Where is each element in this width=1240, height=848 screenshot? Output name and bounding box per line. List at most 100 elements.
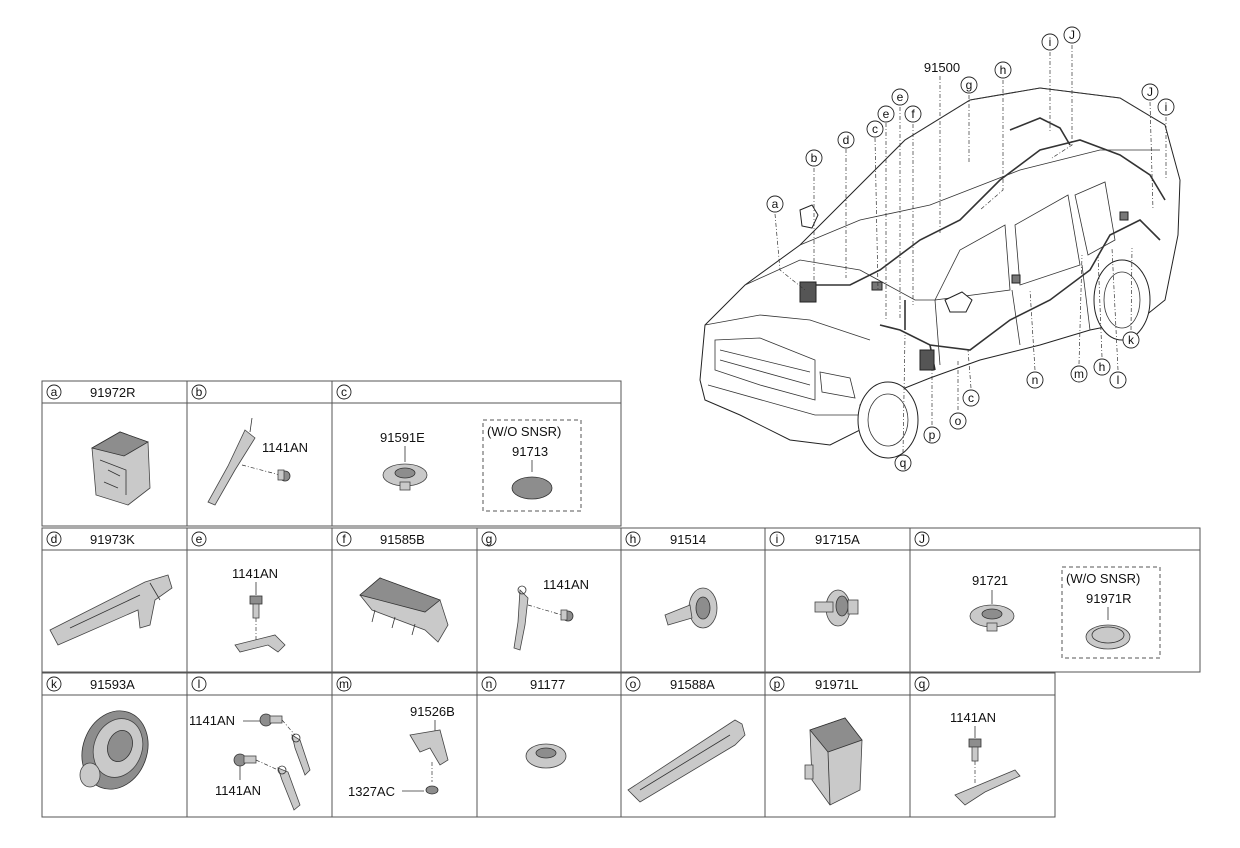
svg-text:q: q	[919, 677, 926, 691]
callout-e-lower: e	[877, 105, 895, 123]
grommet-icon	[969, 604, 1015, 632]
svg-text:h: h	[1000, 63, 1007, 77]
cell-g: g 1141AN	[481, 531, 589, 651]
callout-f: f	[904, 105, 922, 123]
svg-text:h: h	[1099, 360, 1106, 374]
svg-text:m: m	[1074, 367, 1084, 381]
svg-text:a: a	[51, 385, 58, 399]
cell-m-bracket-label: 91526B	[410, 704, 455, 719]
callout-b: b	[805, 149, 823, 167]
bracket-icon	[409, 729, 449, 766]
svg-text:l: l	[1117, 373, 1120, 387]
svg-text:k: k	[51, 677, 58, 691]
cell-h: h 91514	[625, 531, 718, 629]
junction-box-icon	[804, 717, 863, 806]
cell-b-letter-circle: b	[191, 384, 207, 400]
cell-e-letter-circle: e	[191, 531, 207, 547]
cell-i-part-number: 91715A	[815, 532, 860, 547]
wiring-cover-icon	[359, 577, 449, 643]
cell-n-part-number: 91177	[530, 677, 565, 692]
cell-q-bolt-label: 1141AN	[950, 710, 996, 725]
cell-l-bolt-label-upper: 1141AN	[189, 713, 235, 728]
cell-o-letter-circle: o	[625, 676, 641, 692]
ground-wire-icon	[277, 765, 301, 811]
svg-text:J: J	[1147, 85, 1153, 99]
main-harness-label: 91500	[924, 60, 960, 75]
callout-q: q	[894, 454, 912, 472]
callout-j-right: J	[1141, 83, 1159, 101]
cell-c-variant-part: 91713	[512, 444, 548, 459]
plug-grommet-icon	[814, 589, 859, 627]
svg-text:g: g	[486, 532, 493, 546]
callout-a: a	[766, 195, 784, 213]
cell-q: q 1141AN	[914, 676, 1021, 806]
cell-b-bolt-label: 1141AN	[262, 440, 308, 455]
cell-a: a 91972R	[46, 384, 151, 506]
cell-f-part-number: 91585B	[380, 532, 425, 547]
ground-wire-icon	[291, 733, 311, 776]
bolt-icon	[560, 609, 574, 622]
cell-j-letter-circle: J	[914, 531, 930, 547]
cell-p: p 91971L	[769, 676, 863, 806]
svg-text:f: f	[911, 107, 915, 121]
svg-text:c: c	[872, 122, 878, 136]
callout-n: n	[1026, 371, 1044, 389]
svg-text:o: o	[630, 677, 637, 691]
nut-icon	[425, 785, 439, 795]
cell-c-part-number: 91591E	[380, 430, 425, 445]
cell-h-letter-circle: h	[625, 531, 641, 547]
ground-wire-icon	[513, 585, 529, 651]
cell-k-part-number: 91593A	[90, 677, 135, 692]
cell-j: J 91721 (W/O SNSR) 91971R	[914, 531, 1161, 659]
bolt-icon	[277, 469, 291, 482]
callout-e-upper: e	[891, 88, 909, 106]
cell-d-letter-circle: d	[46, 531, 62, 547]
cell-h-part-number: 91514	[670, 532, 706, 547]
large-grommet-icon	[79, 710, 149, 790]
tube-grommet-icon	[664, 587, 718, 629]
cell-q-letter-circle: q	[914, 676, 930, 692]
cell-k: k 91593A	[46, 676, 149, 790]
svg-text:e: e	[196, 532, 203, 546]
cell-d: d 91973K	[46, 531, 173, 646]
parts-table	[41, 380, 1201, 818]
svg-text:i: i	[1049, 35, 1052, 49]
svg-text:i: i	[1165, 100, 1168, 114]
callout-j-top: J	[1063, 26, 1081, 44]
cell-e-bolt-label: 1141AN	[232, 566, 278, 581]
cell-i: i 91715A	[769, 531, 860, 627]
bolt-icon	[249, 595, 263, 619]
bolt-icon	[259, 713, 283, 727]
bolt-icon	[233, 753, 257, 767]
callout-h-top: h	[994, 61, 1012, 79]
callout-m: m	[1070, 365, 1088, 383]
svg-text:m: m	[339, 677, 349, 691]
long-protector-icon	[627, 719, 746, 803]
cell-d-part-number: 91973K	[90, 532, 135, 547]
cell-m-nut-label: 1327AC	[348, 784, 395, 799]
cell-c-variant-note: (W/O SNSR)	[487, 424, 561, 439]
flat-grommet-icon	[525, 743, 567, 769]
svg-text:d: d	[843, 133, 850, 147]
plug-icon	[1085, 624, 1131, 650]
svg-text:f: f	[342, 532, 346, 546]
wiring-protector-icon	[49, 574, 173, 646]
svg-text:n: n	[486, 677, 493, 691]
callout-c: c	[866, 120, 884, 138]
cell-e: e 1141AN	[191, 531, 286, 653]
cell-g-bolt-label: 1141AN	[543, 577, 589, 592]
cell-l-letter-circle: l	[191, 676, 207, 692]
svg-text:c: c	[968, 391, 974, 405]
cell-n: n 91177	[481, 676, 567, 769]
svg-text:p: p	[774, 677, 781, 691]
plug-icon	[511, 476, 553, 500]
cell-a-letter-circle: a	[46, 384, 62, 400]
svg-text:g: g	[966, 78, 973, 92]
callout-o: o	[949, 412, 967, 430]
cell-p-letter-circle: p	[769, 676, 785, 692]
cell-c-letter-circle: c	[336, 384, 352, 400]
callout-d: d	[837, 131, 855, 149]
svg-text:c: c	[341, 385, 347, 399]
cell-o-part-number: 91588A	[670, 677, 715, 692]
svg-text:a: a	[772, 197, 779, 211]
